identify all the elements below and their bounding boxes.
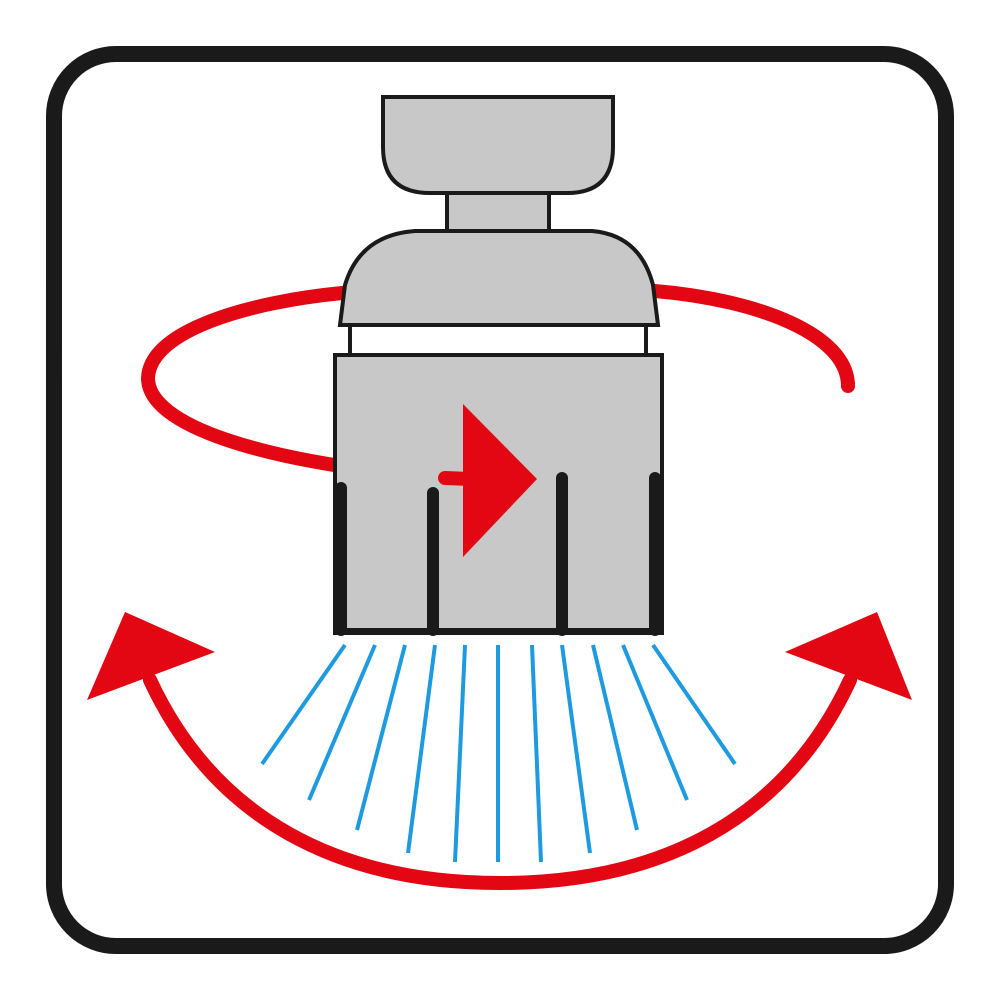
- tilt-arrowhead-right: [785, 612, 912, 700]
- water-jet-5: [453, 644, 467, 863]
- aerator-top-cap: [381, 95, 615, 195]
- water-jet-9: [591, 644, 639, 831]
- water-spray: [260, 643, 737, 863]
- rotation-arrow-right-tail: [648, 284, 855, 393]
- water-jet-8: [560, 644, 592, 854]
- water-jet-1: [260, 643, 347, 766]
- rotation-arrow-front: [438, 471, 477, 486]
- water-jet-2: [307, 644, 377, 801]
- aerator-gap: [348, 323, 648, 357]
- tilt-arrowhead-left: [87, 612, 215, 700]
- rotation-arrowhead: [463, 404, 537, 557]
- tilt-arrow-arc: [143, 673, 857, 891]
- water-jet-11: [651, 643, 737, 766]
- aerator-neck: [445, 191, 551, 233]
- aerator-grooves: [335, 472, 662, 636]
- water-jet-3: [355, 644, 407, 831]
- water-jet-7: [530, 644, 543, 863]
- rotation-arrow-back: [140, 286, 452, 485]
- water-jet-4: [406, 644, 437, 854]
- water-jet-10: [621, 644, 689, 801]
- aerator-dome: [337, 229, 661, 327]
